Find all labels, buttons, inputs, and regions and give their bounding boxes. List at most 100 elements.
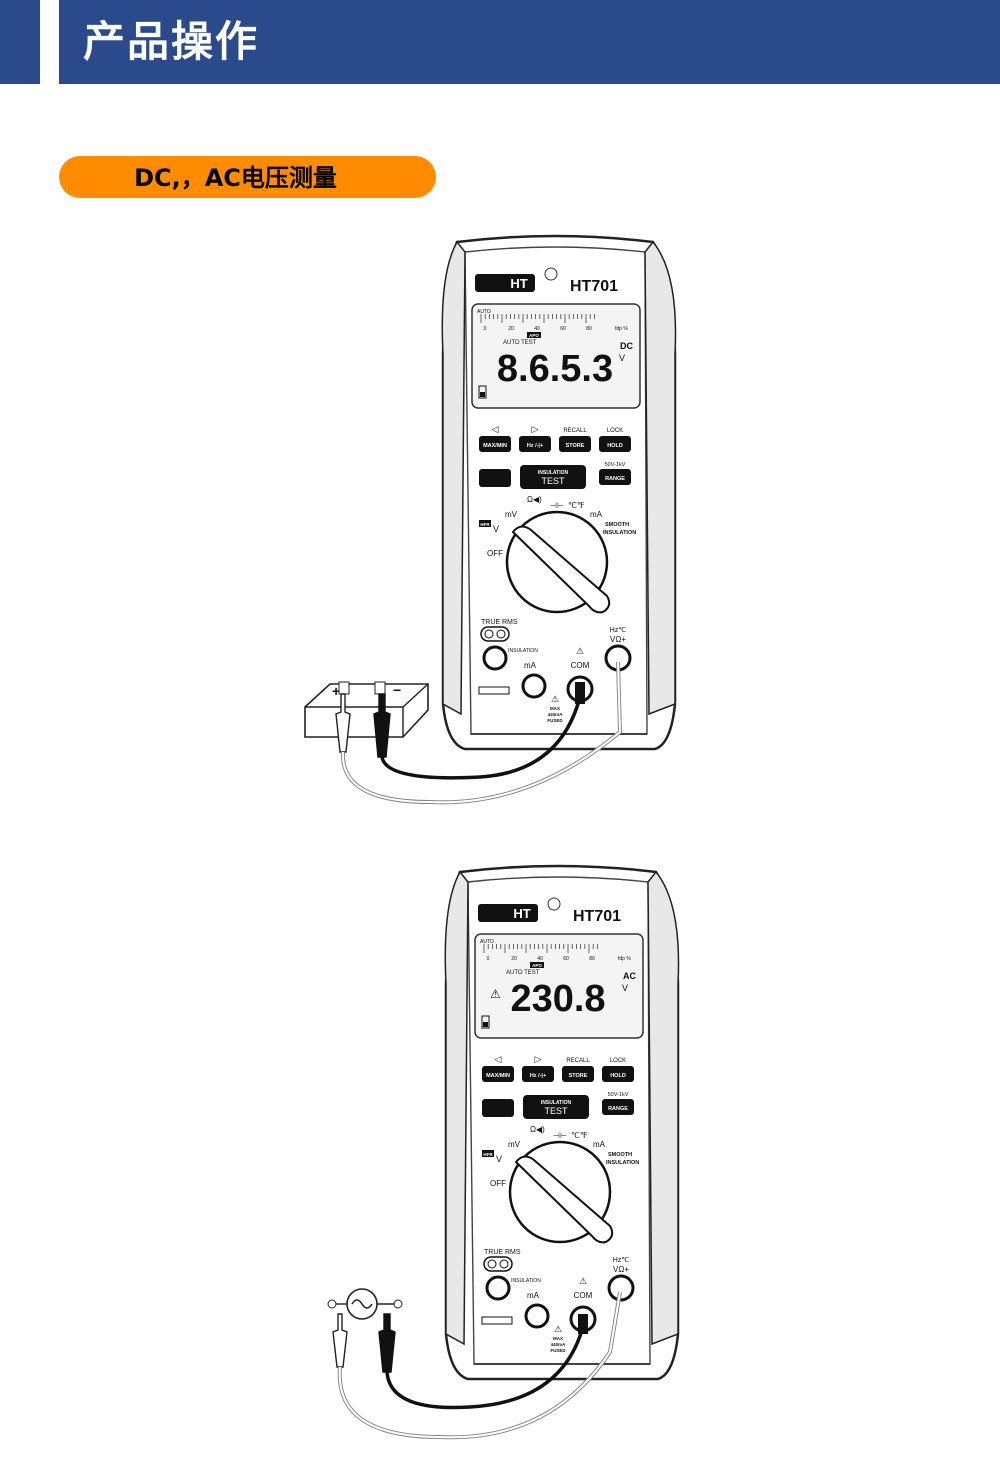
black-lead-wire bbox=[380, 696, 582, 780]
ac-terminal-right bbox=[393, 1299, 403, 1309]
jack-com-label: COM bbox=[571, 661, 590, 670]
bargraph-label: 20 bbox=[511, 956, 517, 962]
arrow-right-label: ▷ bbox=[535, 1054, 542, 1064]
dial-off-label: OFF bbox=[490, 1179, 506, 1188]
hz-button-label: Hz /-|+ bbox=[530, 1073, 546, 1079]
jack-small-2 bbox=[499, 1259, 509, 1269]
warning-icon: ⚠ bbox=[490, 987, 501, 1001]
jack-small-1 bbox=[484, 629, 494, 639]
bargraph-label: 20 bbox=[508, 326, 514, 332]
bargraph-label: 80 bbox=[589, 956, 595, 962]
insulation-test-label: TEST bbox=[544, 1106, 568, 1116]
com-warning-icon: ⚠ bbox=[576, 646, 584, 656]
jack-v[interactable] bbox=[607, 1274, 635, 1302]
max-fused-label: MAX bbox=[550, 706, 560, 711]
battery-level bbox=[483, 1022, 488, 1027]
jack-right-sym-label: VΩ+ bbox=[613, 1265, 629, 1274]
hold-button-label: HOLD bbox=[607, 443, 623, 449]
bargraph-label: 0 bbox=[484, 326, 487, 332]
apo-badge bbox=[527, 332, 541, 338]
right-grip bbox=[644, 240, 677, 716]
insulation-test-button[interactable] bbox=[523, 1095, 589, 1119]
dial-ohm-label: Ω◀) bbox=[530, 1125, 545, 1134]
jack-ma[interactable] bbox=[524, 1303, 550, 1329]
hold-button[interactable] bbox=[599, 436, 631, 452]
insulation-test-top: INSULATION bbox=[538, 470, 569, 476]
maxmin-button-label: MAX/MIN bbox=[486, 1073, 510, 1079]
arrow-left-label: ◁ bbox=[495, 1054, 502, 1064]
section-label-pill: DC,，AC电压测量 bbox=[59, 156, 436, 198]
light-sensor bbox=[547, 897, 561, 911]
hold-button-label: HOLD bbox=[610, 1073, 626, 1079]
jack-right-top-label: Hz℃ bbox=[613, 1257, 630, 1264]
hz-button[interactable] bbox=[522, 1066, 554, 1082]
black-lead-wire bbox=[385, 1329, 584, 1410]
store-button[interactable] bbox=[562, 1066, 594, 1082]
cat-badge bbox=[478, 686, 510, 695]
dial-mv-label: mV bbox=[505, 510, 518, 519]
dial-knob-pointer bbox=[514, 1155, 614, 1244]
jack-insulation[interactable] bbox=[482, 645, 508, 671]
bargraph-label: 60 bbox=[563, 956, 569, 962]
hfr-text: HFR bbox=[483, 1152, 493, 1157]
bargraph-label: 60 bbox=[560, 326, 566, 332]
range-button[interactable] bbox=[602, 1099, 634, 1115]
maxmin-button[interactable] bbox=[479, 436, 511, 452]
lcd-mode: DC bbox=[620, 341, 633, 351]
auto-test-label: AUTO TEST bbox=[506, 970, 540, 976]
hfr-text: HFR bbox=[480, 522, 490, 527]
light-sensor bbox=[544, 267, 558, 281]
cat-badge bbox=[481, 1316, 513, 1325]
ac-source-setup bbox=[327, 1288, 622, 1440]
bargraph-unit: fdp % bbox=[618, 956, 631, 962]
lcd-reading: 8.6.5.3 bbox=[497, 348, 613, 390]
dc-source-setup: +− bbox=[304, 661, 623, 805]
true-rms-label: TRUE RMS bbox=[484, 1249, 521, 1256]
left-grip bbox=[441, 240, 466, 716]
insulation-side-label: INSULATION bbox=[603, 530, 636, 536]
dial-cap-label: ⊣⊢ bbox=[550, 501, 564, 510]
jack-ma[interactable] bbox=[521, 673, 547, 699]
store-button[interactable] bbox=[559, 436, 591, 452]
insulation-test-button[interactable] bbox=[520, 465, 586, 489]
brand-text: HT bbox=[510, 276, 527, 291]
brand-logo bbox=[475, 274, 535, 292]
jack-insulation-label: INSULATION bbox=[508, 648, 538, 654]
lcd-auto: AUTO bbox=[477, 309, 491, 315]
lcd-display bbox=[474, 933, 644, 1039]
right-grip bbox=[647, 870, 680, 1346]
black-plug bbox=[575, 682, 585, 704]
dial-v-label: V bbox=[493, 524, 499, 534]
battery-level bbox=[480, 392, 485, 397]
range-voltage-label: 50V-1kV bbox=[605, 462, 626, 468]
bargraph-label: 40 bbox=[534, 326, 540, 332]
dial-cap-label: ⊣⊢ bbox=[553, 1131, 567, 1140]
black-plug bbox=[578, 1314, 588, 1334]
insulation-side-label: INSULATION bbox=[606, 1160, 639, 1166]
range-button[interactable] bbox=[599, 469, 631, 485]
jack-insulation[interactable] bbox=[485, 1275, 511, 1301]
dial-ma-label: mA bbox=[590, 510, 603, 519]
battery-edge bbox=[305, 683, 429, 737]
hold-button[interactable] bbox=[602, 1066, 634, 1082]
bargraph-label: 40 bbox=[537, 956, 543, 962]
brand-text: HT bbox=[513, 906, 530, 921]
dial-ma-label: mA bbox=[593, 1140, 606, 1149]
apo-text: APO bbox=[529, 333, 539, 338]
hz-button-label: Hz /-|+ bbox=[527, 443, 543, 449]
jack-ma-label: mA bbox=[527, 1291, 540, 1300]
blank-button[interactable] bbox=[482, 1099, 514, 1117]
blank-button[interactable] bbox=[479, 469, 511, 487]
maxmin-button[interactable] bbox=[482, 1066, 514, 1082]
model-name: HT701 bbox=[570, 278, 618, 295]
dial-ohm-label: Ω◀) bbox=[527, 495, 542, 504]
hz-button[interactable] bbox=[519, 436, 551, 452]
fuse-warning-icon: ⚠ bbox=[554, 1324, 562, 1334]
maxmin-button-label: MAX/MIN bbox=[483, 443, 507, 449]
battery-indicator bbox=[481, 1015, 490, 1029]
arrow-left-label: ◁ bbox=[492, 424, 499, 434]
recall-label: RECALL bbox=[563, 428, 587, 434]
black-probe bbox=[373, 693, 391, 758]
jack-small-2 bbox=[496, 629, 506, 639]
